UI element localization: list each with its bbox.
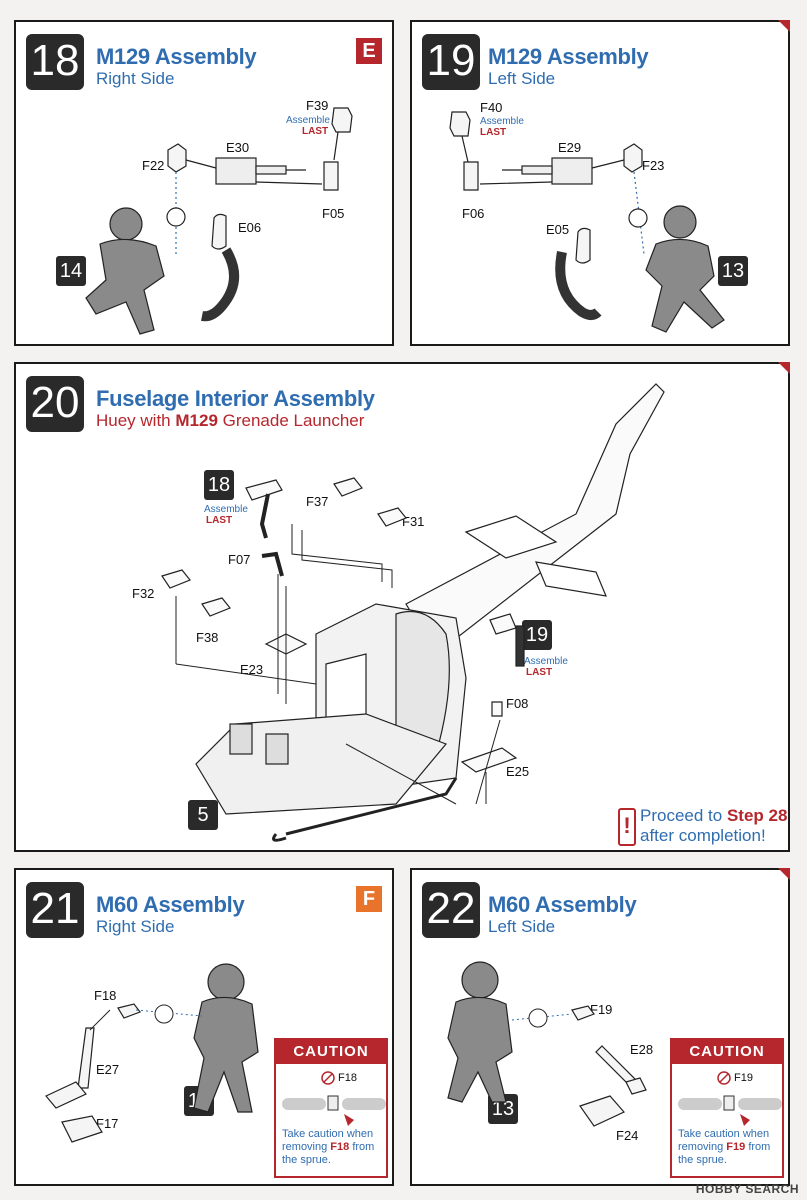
assemble-note: Assemble (204, 504, 248, 515)
proceed-prefix: Proceed to (640, 806, 727, 825)
step-title: Fuselage Interior Assembly (96, 386, 375, 411)
part-label: F17 (96, 1116, 119, 1131)
m60-right-drawing (45, 963, 259, 1143)
caution-header: CAUTION (276, 1040, 386, 1064)
part-label: E30 (226, 140, 250, 155)
step-number: 20 (26, 376, 84, 432)
part-label: F06 (462, 206, 485, 221)
step-number: 18 (26, 34, 84, 90)
figure-number-badge: 13 (718, 256, 748, 286)
last-note: LAST (302, 126, 329, 137)
step-title: M60 Assembly (96, 892, 245, 917)
part-label: E28 (630, 1042, 654, 1057)
warning-icon: ! (618, 808, 636, 846)
part-label: F22 (142, 158, 165, 173)
helicopter-interior-drawing (161, 383, 665, 842)
sprue-badge: F (356, 886, 382, 912)
part-label: F39 (306, 98, 329, 113)
part-label: F31 (402, 514, 425, 529)
proceed-suffix: after completion! (640, 826, 766, 845)
m129-left-drawing (449, 111, 725, 333)
last-note: LAST (206, 515, 233, 526)
caution-text-suffix: from the sprue. (678, 1141, 771, 1166)
step-title: M129 Assembly (96, 44, 257, 69)
part-label: E06 (238, 220, 262, 235)
step-subtitle: Right Side (96, 917, 175, 936)
subtitle-prefix: Huey with (96, 411, 176, 430)
step-number: 19 (422, 34, 480, 90)
step-subtitle: Right Side (96, 69, 175, 88)
caution-text-prefix: Take caution when removing (282, 1128, 374, 1153)
caution-header: CAUTION (672, 1040, 782, 1064)
part-label: F24 (616, 1128, 639, 1143)
caution-box: CAUTION F19 Take caution when removing F… (670, 1038, 784, 1178)
part-label: F40 (480, 100, 503, 115)
part-label: F38 (196, 630, 219, 645)
figure-number-badge: 5 (188, 800, 218, 830)
sprue-cut-illustration (678, 1071, 782, 1126)
step-reference-badge: 19 (522, 620, 552, 650)
part-label: E05 (546, 222, 570, 237)
part-label: E23 (240, 662, 264, 677)
step-19-panel: 19 M129 Assembly Left Side F40 Assemble … (410, 20, 790, 346)
caution-part-label: F18 (338, 1072, 357, 1084)
part-label: E29 (558, 140, 582, 155)
subtitle-bold: M129 (175, 411, 218, 430)
caution-part-label: F19 (734, 1072, 753, 1084)
step-20-panel: 20 Fuselage Interior Assembly Huey with … (14, 362, 790, 852)
caution-text-prefix: Take caution when removing (678, 1128, 770, 1153)
corner-marker (778, 868, 790, 880)
part-label: F19 (590, 1002, 613, 1017)
caution-box: CAUTION F18 Take caution when removing F… (274, 1038, 388, 1178)
figure-number-badge: 14 (56, 256, 86, 286)
assemble-note: Assemble (524, 656, 568, 667)
step-number: 21 (26, 882, 84, 938)
assemble-note: Assemble (480, 116, 524, 127)
step-22-panel: 22 M60 Assembly Left Side F19 E28 F24 13… (410, 868, 790, 1186)
proceed-note: Proceed to Step 28 after completion! (640, 806, 787, 846)
step-number: 22 (422, 882, 480, 938)
proceed-step: Step 28 (726, 806, 788, 825)
part-label: F08 (506, 696, 529, 711)
caution-text: Take caution when removing F19 from the … (678, 1128, 782, 1167)
step-title: M60 Assembly (488, 892, 637, 917)
step-18-panel: 18 M129 Assembly Right Side E F39 Assemb… (14, 20, 394, 346)
last-note: LAST (526, 667, 553, 678)
caution-text-bold: F19 (726, 1141, 746, 1153)
part-label: E25 (506, 764, 530, 779)
sprue-cut-illustration (282, 1071, 386, 1126)
corner-marker (778, 20, 790, 32)
part-label: E27 (96, 1062, 120, 1077)
caution-text-suffix: from the sprue. (282, 1141, 375, 1166)
step-subtitle: Left Side (488, 69, 556, 88)
subtitle-suffix: Grenade Launcher (217, 411, 365, 430)
last-note: LAST (480, 127, 507, 138)
watermark: HOBBY SEARCH (695, 1182, 799, 1196)
part-label: F32 (132, 586, 155, 601)
part-label: F37 (306, 494, 329, 509)
part-label: F23 (642, 158, 665, 173)
sprue-badge: E (356, 38, 382, 64)
part-label: F07 (228, 552, 251, 567)
part-label: F18 (94, 988, 117, 1003)
part-label: F05 (322, 206, 345, 221)
step-subtitle: Left Side (488, 917, 556, 936)
corner-marker (778, 362, 790, 374)
step-subtitle: Huey with M129 Grenade Launcher (96, 411, 364, 431)
m60-left-drawing (447, 961, 647, 1127)
m129-right-drawing (85, 107, 353, 335)
assemble-note: Assemble (286, 115, 330, 126)
step-title: M129 Assembly (488, 44, 649, 69)
step-21-panel: 21 M60 Assembly Right Side F F18 E27 F17… (14, 868, 394, 1186)
caution-text: Take caution when removing F18 from the … (282, 1128, 386, 1167)
step-reference-badge: 18 (204, 470, 234, 500)
caution-text-bold: F18 (330, 1141, 350, 1153)
